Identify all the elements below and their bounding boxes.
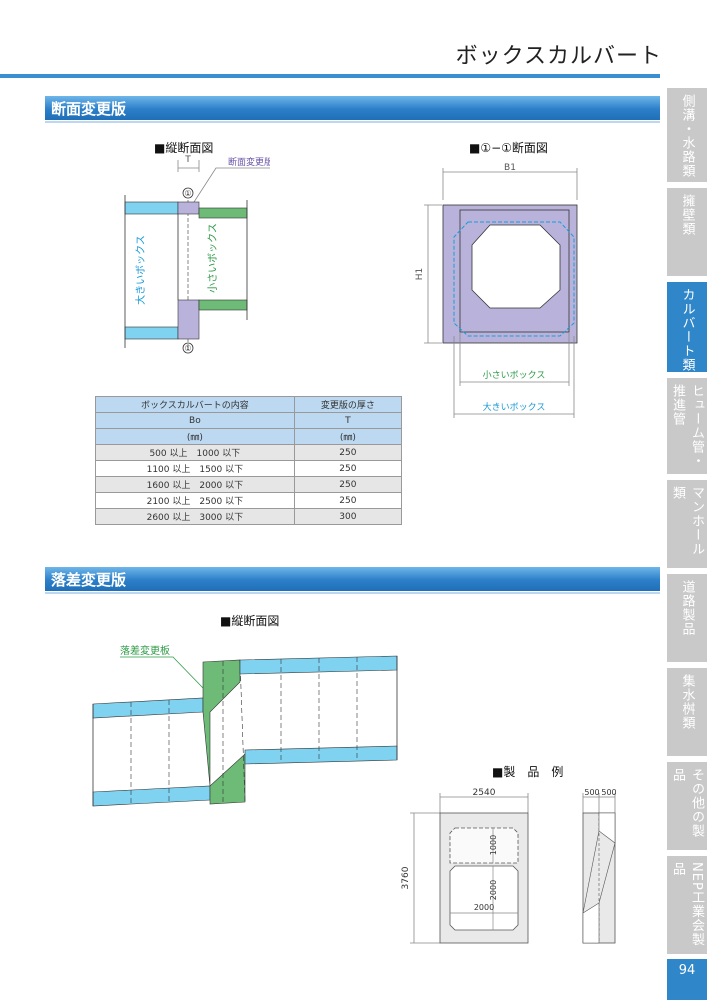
label-panel-1: 断面変更版 — [228, 156, 270, 168]
lower-box-top-slab — [92, 697, 204, 719]
product-example-heading: ■製 品 例 — [492, 765, 564, 779]
side-tab-hume-pipes[interactable]: ヒューム管・推進管 — [667, 378, 707, 474]
section-title-bar-1: 断面変更版 — [45, 96, 660, 120]
table-row: 500 以上 1000 以下 250 — [95, 444, 403, 461]
side-tab-catch-basins[interactable]: 集水桝類 — [667, 668, 707, 756]
label-small-box-vertical: 小さいボックス — [207, 223, 219, 293]
label-big-box: 大きいボックス — [483, 401, 546, 413]
table-cell-thickness: 250 — [293, 444, 403, 461]
side-tab-retaining-walls[interactable]: 擁壁類 — [667, 188, 707, 276]
label-T: T — [184, 155, 191, 165]
table-cell-thickness: 300 — [293, 508, 403, 525]
label-drop-panel: 落差変更板 — [120, 644, 170, 657]
dim-side-1: 500 — [584, 788, 599, 797]
product-example-diagram: 2540 3760 1000 2000 2000 500 500 — [401, 788, 617, 944]
change-panel-top — [177, 201, 200, 215]
cross-section-heading: ■①−①断面図 — [469, 141, 548, 155]
page-title: ボックスカルバート — [455, 44, 662, 69]
table-cell-range: 2600 以上 3000 以下 — [95, 508, 295, 525]
table-cell-range: 1100 以上 1500 以下 — [95, 460, 295, 477]
table-cell-range: 1600 以上 2000 以下 — [95, 476, 295, 493]
table-cell-thickness: 250 — [293, 476, 403, 493]
thickness-table: ボックスカルバートの内容 変更版の厚さ Bo T (㎜) (㎜) 500 以上 … — [95, 396, 403, 525]
dim-side-2: 500 — [601, 788, 616, 797]
dim-inner-w: 2000 — [474, 903, 494, 912]
dim-inner-h1: 1000 — [489, 835, 498, 855]
dim-inner-h2: 2000 — [489, 880, 498, 900]
table-row: 1100 以上 1500 以下 250 — [95, 460, 403, 477]
table-row: 2600 以上 3000 以下 300 — [95, 508, 403, 525]
table-cell-thickness: 250 — [293, 460, 403, 477]
lower-box-bottom-slab — [92, 785, 211, 807]
table-cell-thickness: 250 — [293, 492, 403, 509]
label-small-box: 小さいボックス — [483, 370, 546, 381]
label-B1: B1 — [504, 163, 516, 173]
table-col2-unit: (㎜) — [293, 428, 403, 445]
side-tab-manholes[interactable]: マンホール類 — [667, 480, 707, 568]
table-col1-symbol: Bo — [95, 412, 295, 429]
section-underline-2 — [45, 592, 660, 594]
side-tab-culverts[interactable]: カルバート類 — [667, 282, 707, 372]
cross-section-diagram: B1 H1 小さいボックス 大きいボックス — [415, 163, 578, 418]
big-box-bottom-slab — [124, 326, 179, 340]
small-box-top-slab — [198, 207, 248, 219]
table-row: 1600 以上 2000 以下 250 — [95, 476, 403, 493]
small-box-bottom-slab — [198, 299, 248, 311]
section-title-bar-2: 落差変更版 — [45, 567, 660, 591]
upper-box-bottom-slab — [244, 745, 398, 765]
table-col2-symbol: T — [293, 412, 403, 429]
header-rule — [0, 74, 660, 78]
side-tab-gutters[interactable]: 側溝・水路類 — [667, 88, 707, 182]
change-panel-bottom — [177, 299, 200, 340]
long-section-heading-2: ■縦断面図 — [220, 614, 280, 628]
table-cell-range: 2100 以上 2500 以下 — [95, 492, 295, 509]
section-mark-top: ① — [184, 189, 191, 198]
label-big-box-vertical: 大きいボックス — [134, 235, 147, 305]
section-title-2: 落差変更版 — [51, 571, 127, 589]
side-tab-nep-products[interactable]: NEP工業会製品 — [667, 856, 707, 954]
section-title-1: 断面変更版 — [51, 100, 127, 118]
table-col2-header: 変更版の厚さ — [293, 396, 403, 413]
table-col1-unit: (㎜) — [95, 428, 295, 445]
drop-change-diagram: 落差変更板 — [92, 644, 398, 807]
section-mark-bottom: ① — [184, 344, 191, 353]
dim-width: 2540 — [473, 788, 496, 798]
upper-box-top-slab — [239, 655, 398, 675]
table-unit-row: (㎜) (㎜) — [95, 428, 403, 445]
cross-section-opening — [471, 224, 561, 309]
table-row: 2100 以上 2500 以下 250 — [95, 492, 403, 509]
table-header-row: ボックスカルバートの内容 変更版の厚さ — [95, 396, 403, 413]
table-cell-range: 500 以上 1000 以下 — [95, 444, 295, 461]
dim-height: 3760 — [401, 866, 411, 889]
side-tab-other-products[interactable]: その他の製品 — [667, 762, 707, 850]
table-symbol-row: Bo T — [95, 412, 403, 429]
section-underline-1 — [45, 121, 660, 123]
page-number: 94 — [667, 959, 707, 1000]
longitudinal-section-diagram-1: T 断面変更版 ① 大きいボックス 小さいボックス ① — [124, 155, 270, 354]
label-H1: H1 — [415, 268, 425, 281]
drop-panel — [202, 659, 246, 805]
long-section-heading-1: ■縦断面図 — [154, 141, 214, 155]
big-box-top-slab — [124, 201, 179, 215]
table-col1-header: ボックスカルバートの内容 — [95, 396, 295, 413]
side-tab-road-products[interactable]: 道路製品 — [667, 574, 707, 662]
